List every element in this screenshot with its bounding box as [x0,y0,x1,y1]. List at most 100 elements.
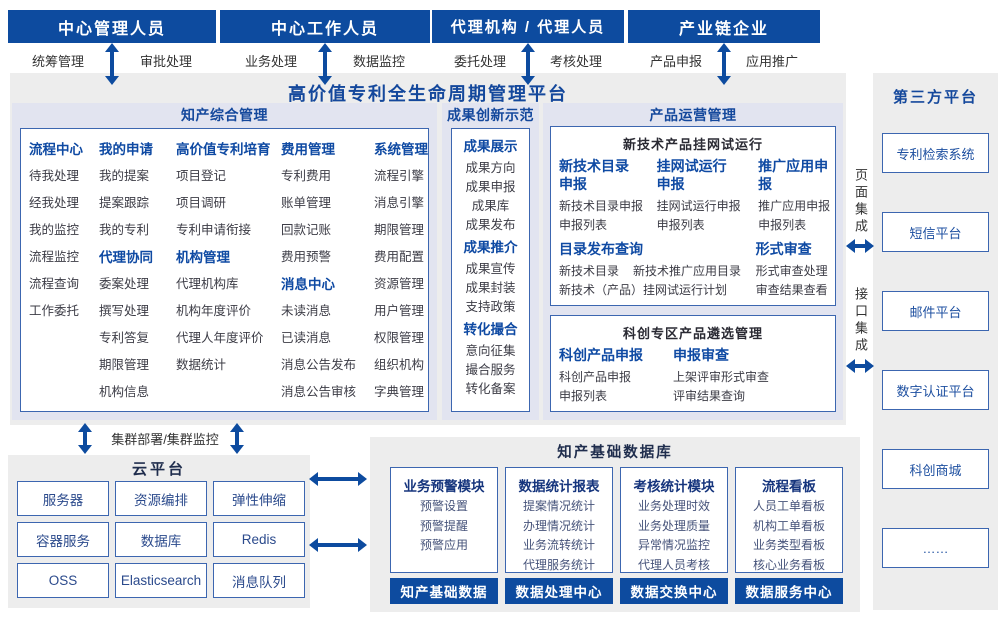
online-trial-box: 新技术产品挂网试运行 新技术目录申报 新技术目录申报申报列表 挂网试运行申报 挂… [550,126,836,306]
menu-entry: 新技术（产品）挂网试运行计划 [559,283,728,297]
cloud-service-box: 服务器 [17,481,109,516]
db-item: 代理人员考核 [637,557,710,572]
menu-entry: 消息引擎 [374,196,425,210]
menu-entry: 消息中心 [281,277,335,292]
menu-entry: 新技术目录 [559,264,620,278]
menu-entry: 消息公告发布 [281,358,357,372]
v-double-arrow-icon [318,43,332,85]
sub-column-header: 新技术目录申报 [559,158,629,192]
role-activity: 产品申报 [649,54,702,69]
cloud-service-box: Redis [213,522,305,557]
menu-entry: 挂网试运行申报 [656,199,741,213]
sub-column: 科创产品申报 科创产品申报申报列表 [559,346,673,406]
h-double-arrow-icon [846,359,874,373]
section-product-operation: 产品运营管理 新技术产品挂网试运行 新技术目录申报 新技术目录申报申报列表 挂网… [543,103,843,420]
menu-entry: 成果封装 [465,281,516,295]
menu-entry: 新技术目录申报 [559,199,644,213]
db-item: 预警应用 [419,538,468,552]
menu-entry: 代理人年度评价 [176,331,264,345]
db-badge: 数据服务中心 [735,578,843,604]
db-module: 流程看板 人员工单看板机构工单看板业务类型看板核心业务看板 数据服务中心 [735,467,843,604]
sub-column-header: 挂网试运行申报 [656,158,727,192]
menu-entry: 机构年度评价 [176,304,252,318]
catalog-query-block: 目录发布查询 新技术目录新技术推广应用目录 新技术（产品）挂网试运行计划 [559,240,756,300]
db-item: 提案情况统计 [522,499,595,513]
db-module-title: 流程看板 [762,479,816,494]
menu-column: 系统管理流程引擎消息引擎期限管理费用配置资源管理用户管理权限管理组织机构字典管理 [374,136,432,411]
menu-entry: 权限管理 [374,331,425,345]
menu-entry: 期限管理 [99,358,150,372]
db-module-title: 业务预警模块 [403,479,485,494]
db-item: 代理服务统计 [522,557,595,572]
menu-entry: 账单管理 [281,196,332,210]
menu-entry: 意向征集 [465,344,516,358]
cloud-service-box: 消息队列 [213,563,305,598]
db-item: 业务流转统计 [522,538,595,552]
menu-entry: 成果推介 [463,240,518,255]
db-module-box: 业务预警模块 预警设置预警提醒预警应用 [390,467,498,573]
ip-management-box: 流程中心待我处理经我处理我的监控流程监控流程查询工作委托 我的申请我的提案提案跟… [20,128,429,412]
menu-entry: 审查结果查看 [755,283,828,297]
db-badge: 知产基础数据 [390,578,498,604]
third-party-system-box: 数字认证平台 [882,370,989,410]
db-item: 人员工单看板 [752,499,825,513]
menu-entry: 委案处理 [99,277,150,291]
db-module-title: 考核统计模块 [633,479,715,494]
platform-title: 高价值专利全生命周期管理平台 [288,84,568,104]
menu-entry: 机构管理 [176,250,230,265]
menu-entry: 项目登记 [176,169,227,183]
cloud-service-box: 资源编排 [115,481,207,516]
database-title: 知产基础数据库 [557,445,673,461]
db-item: 预警提醒 [419,518,468,533]
db-item: 办理情况统计 [522,518,595,533]
sci-innovation-selection-box: 科创专区产品遴选管理 科创产品申报 科创产品申报申报列表 申报审查 上架评审形式… [550,315,836,412]
db-badge: 数据处理中心 [505,578,613,604]
section-title: 成果创新示范 [447,107,534,123]
third-party-title: 第三方平台 [892,89,978,106]
v-double-arrow-icon [230,423,244,454]
third-party-list: 专利检索系统短信平台邮件平台数字认证平台科创商城…… [882,133,989,568]
cloud-service-box: 容器服务 [17,522,109,557]
menu-entry: 系统管理 [374,142,428,157]
cloud-service-box: 数据库 [115,522,207,557]
cluster-label: 集群部署/集群监控 [111,432,219,447]
db-item: 业务类型看板 [752,538,825,552]
menu-entry: 我的监控 [29,223,80,237]
menu-entry: 经我处理 [29,196,80,210]
third-party-system-box: 专利检索系统 [882,133,989,173]
menu-entry: 数据统计 [176,358,227,372]
menu-entry: 用户管理 [374,304,425,318]
menu-entry: 成果申报 [465,180,516,194]
formal-review-block: 形式审查 形式审查处理审查结果查看 [756,240,835,300]
menu-entry: 我的专利 [99,223,150,237]
db-item: 机构工单看板 [752,518,825,533]
menu-entry: 费用配置 [374,250,425,264]
menu-entry: 机构信息 [99,385,150,399]
section-title: 产品运营管理 [649,107,737,123]
menu-entry: 组织机构 [374,358,425,372]
third-party-system-box: 科创商城 [882,449,989,489]
menu-entry: 新技术推广应用目录 [633,264,742,278]
menu-entry: 评审结果查询 [673,389,746,403]
menu-entry: 转化撮合 [463,322,518,337]
sub-column: 推广应用申报 推广应用申报申报列表 [758,157,835,235]
sub-column-header: 科创产品申报 [559,347,643,363]
db-module-box: 流程看板 人员工单看板机构工单看板业务类型看板核心业务看板 [735,467,843,573]
menu-entry: 待我处理 [29,169,80,183]
db-module-title: 数据统计报表 [518,479,600,494]
db-item: 业务处理时效 [637,499,710,513]
menu-entry: 成果展示 [463,139,518,154]
menu-entry: 期限管理 [374,223,425,237]
role-activity: 审批处理 [140,54,193,69]
db-item: 异常情况监控 [637,538,710,552]
menu-entry: 消息公告审核 [281,385,357,399]
menu-entry: 流程查询 [29,277,80,291]
menu-entry: 申报列表 [559,218,608,232]
v-double-arrow-icon [717,43,731,85]
menu-entry: 流程中心 [29,142,83,157]
role-title: 中心管理人员 [8,10,216,43]
h-double-arrow-icon [846,239,874,253]
menu-column: 高价值专利培育项目登记项目调研专利申请衔接机构管理代理机构库机构年度评价代理人年… [176,136,281,411]
